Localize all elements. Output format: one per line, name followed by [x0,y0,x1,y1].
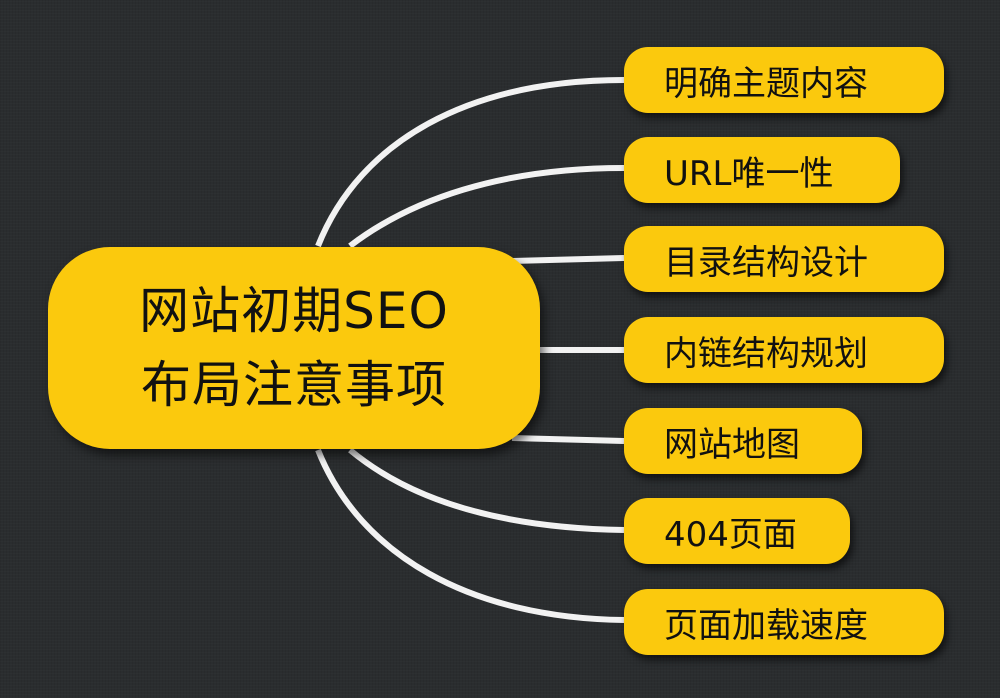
branch-label: URL唯一性 [664,153,834,194]
connector-line-6 [348,447,625,533]
central-topic-line-2: 布局注意事项 [141,356,447,414]
branch-label: 页面加载速度 [664,605,868,646]
connector-line-1 [315,77,625,248]
branch-node-4: 内链结构规划 [624,317,944,383]
branch-label: 内链结构规划 [664,333,868,374]
branch-node-6: 404页面 [624,498,850,564]
central-topic-line-1: 网站初期SEO [139,282,449,340]
central-topic-node: 网站初期SEO 布局注意事项 [48,247,540,449]
branch-label: 目录结构设计 [664,242,868,283]
branch-label: 明确主题内容 [664,63,868,104]
branch-node-1: 明确主题内容 [624,47,944,113]
branch-node-5: 网站地图 [624,408,862,474]
connector-line-5 [511,435,625,444]
connector-line-2 [348,165,625,249]
connector-line-3 [511,255,625,264]
branch-node-2: URL唯一性 [624,137,900,203]
branch-label: 404页面 [664,514,797,555]
connector-line-7 [315,448,625,623]
branch-node-7: 页面加载速度 [624,589,944,655]
branch-label: 网站地图 [664,424,800,465]
branch-node-3: 目录结构设计 [624,226,944,292]
